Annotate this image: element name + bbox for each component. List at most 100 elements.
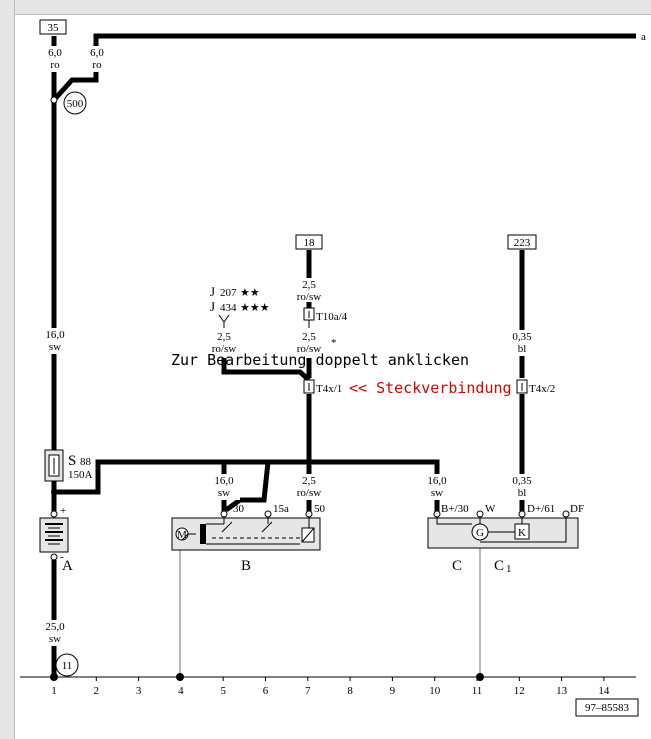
connector-t10a[interactable]: T10a/4 <box>303 307 348 323</box>
svg-text:bl: bl <box>518 487 527 499</box>
starter-b[interactable] <box>171 517 321 551</box>
wire-b-crossover <box>224 461 271 513</box>
ref-box-223[interactable] <box>507 234 537 250</box>
svg-text:207: 207 <box>220 287 237 299</box>
svg-text:2,5: 2,5 <box>302 331 316 343</box>
reg-k-label: K <box>518 527 526 539</box>
ref-box-18[interactable] <box>295 234 323 250</box>
pin-15a-label: 15a <box>273 503 289 515</box>
gen-g-label: G <box>476 527 484 539</box>
svg-text:0,35: 0,35 <box>512 331 532 343</box>
ref-box-35[interactable] <box>39 19 67 35</box>
node-500-label: 500 <box>67 98 84 110</box>
svg-text:T4x/2: T4x/2 <box>529 383 555 395</box>
component-c1-label: C <box>494 558 504 574</box>
pin-30-dot <box>220 510 228 518</box>
wire-to-c <box>224 459 440 480</box>
relay-labels: J 207 ★★ J 434 ★★★ <box>210 284 270 314</box>
pin-df-dot <box>562 510 570 518</box>
fuse-number: 88 <box>80 456 92 468</box>
wire-label-j: 2,5 ro/sw <box>205 330 243 356</box>
junction-500 <box>50 96 58 104</box>
generator-c[interactable] <box>427 517 579 549</box>
connector-t4x2[interactable]: T4x/2 <box>516 379 555 395</box>
scale-label: 9 <box>390 685 396 697</box>
scale-label: 3 <box>136 685 142 697</box>
wire-label-18: 2,5 ro/sw <box>290 278 328 303</box>
node-11-circle[interactable] <box>55 653 79 677</box>
svg-text:ro/sw: ro/sw <box>212 343 237 355</box>
svg-text:ro: ro <box>92 59 102 71</box>
scale-label: 2 <box>94 685 100 697</box>
scale-label: 4 <box>178 685 184 697</box>
ref-18-label: 18 <box>304 237 316 249</box>
scale-label: 13 <box>556 685 568 697</box>
wire-label-b50: 2,5 ro/sw <box>290 474 328 500</box>
svg-text:6,0: 6,0 <box>90 47 104 59</box>
ground-junction-4 <box>176 673 184 681</box>
wire-label-223: 0,35 bl <box>506 330 538 356</box>
svg-text:bl: bl <box>518 343 527 355</box>
pin-d61-label: D+/61 <box>527 503 555 515</box>
wire-label-223b: 0,35 bl <box>506 474 538 500</box>
svg-text:T4x/1: T4x/1 <box>316 383 342 395</box>
svg-text:16,0: 16,0 <box>45 329 65 341</box>
wire-j-branch <box>221 358 311 382</box>
pin-w-dot <box>476 510 484 518</box>
scale-label: 1 <box>51 685 57 697</box>
node-500-circle[interactable] <box>63 91 87 115</box>
scale-label: 7 <box>305 685 311 697</box>
doc-id-box <box>575 698 639 717</box>
component-b-label: B <box>241 558 251 574</box>
wire-label-main: 16,0 sw <box>40 328 70 354</box>
fuse-amperage: 150A <box>68 469 93 481</box>
pin-50-label: 50 <box>314 503 326 515</box>
pin-d61-dot <box>518 510 526 518</box>
svg-text:25,0: 25,0 <box>45 621 65 633</box>
svg-text:ro/sw: ro/sw <box>297 487 322 499</box>
component-a-label: A <box>62 558 73 574</box>
steckverbindung-hint[interactable]: << Steckverbindung <box>349 379 512 397</box>
svg-text:*: * <box>331 337 337 349</box>
ref-35-label: 35 <box>48 22 60 34</box>
wire-top-right <box>93 33 636 66</box>
wire-fuse-out <box>54 459 227 495</box>
component-c-label: C <box>452 558 462 574</box>
junction-fuse-out <box>51 489 57 495</box>
ground-junction-11 <box>476 673 484 681</box>
svg-text:★★: ★★ <box>240 287 260 299</box>
scale-label: 8 <box>347 685 353 697</box>
svg-text:sw: sw <box>49 633 61 645</box>
connector-t4x1[interactable]: T4x/1 <box>303 379 342 395</box>
wire-branch-500 <box>52 66 99 102</box>
pin-b30-label: B+/30 <box>441 503 469 515</box>
pin-b30-dot <box>433 510 441 518</box>
battery-minus-sign: - <box>60 551 64 563</box>
battery-plus-sign: + <box>60 505 66 517</box>
svg-text:ro: ro <box>50 59 60 71</box>
ref-223-label: 223 <box>514 237 531 249</box>
wire-label-gnd: 25,0 sw <box>40 620 70 646</box>
edit-hint-text[interactable]: Zur Bearbeitung doppelt anklicken <box>171 351 469 369</box>
svg-text:2,5: 2,5 <box>302 475 316 487</box>
node-11-label: 11 <box>62 660 73 672</box>
svg-text:sw: sw <box>218 487 230 499</box>
scale-label: 10 <box>429 685 441 697</box>
battery-a[interactable] <box>39 510 69 561</box>
fuse-s88[interactable] <box>44 449 64 482</box>
scale-label: 14 <box>598 685 610 697</box>
top-edge-bar <box>0 0 651 15</box>
wire-label-mid2: 2,5 ro/sw * <box>290 330 337 356</box>
relay-pin-symbol <box>218 314 230 323</box>
pin-30-label: 30 <box>233 503 245 515</box>
scale-label: 5 <box>220 685 226 697</box>
scale-label: 11 <box>472 685 483 697</box>
pin-w-label: W <box>485 503 496 515</box>
pin-15a-dot <box>264 510 272 518</box>
svg-text:6,0: 6,0 <box>48 47 62 59</box>
svg-text:2,5: 2,5 <box>302 279 316 291</box>
doc-id-label: 97–85583 <box>585 702 630 714</box>
